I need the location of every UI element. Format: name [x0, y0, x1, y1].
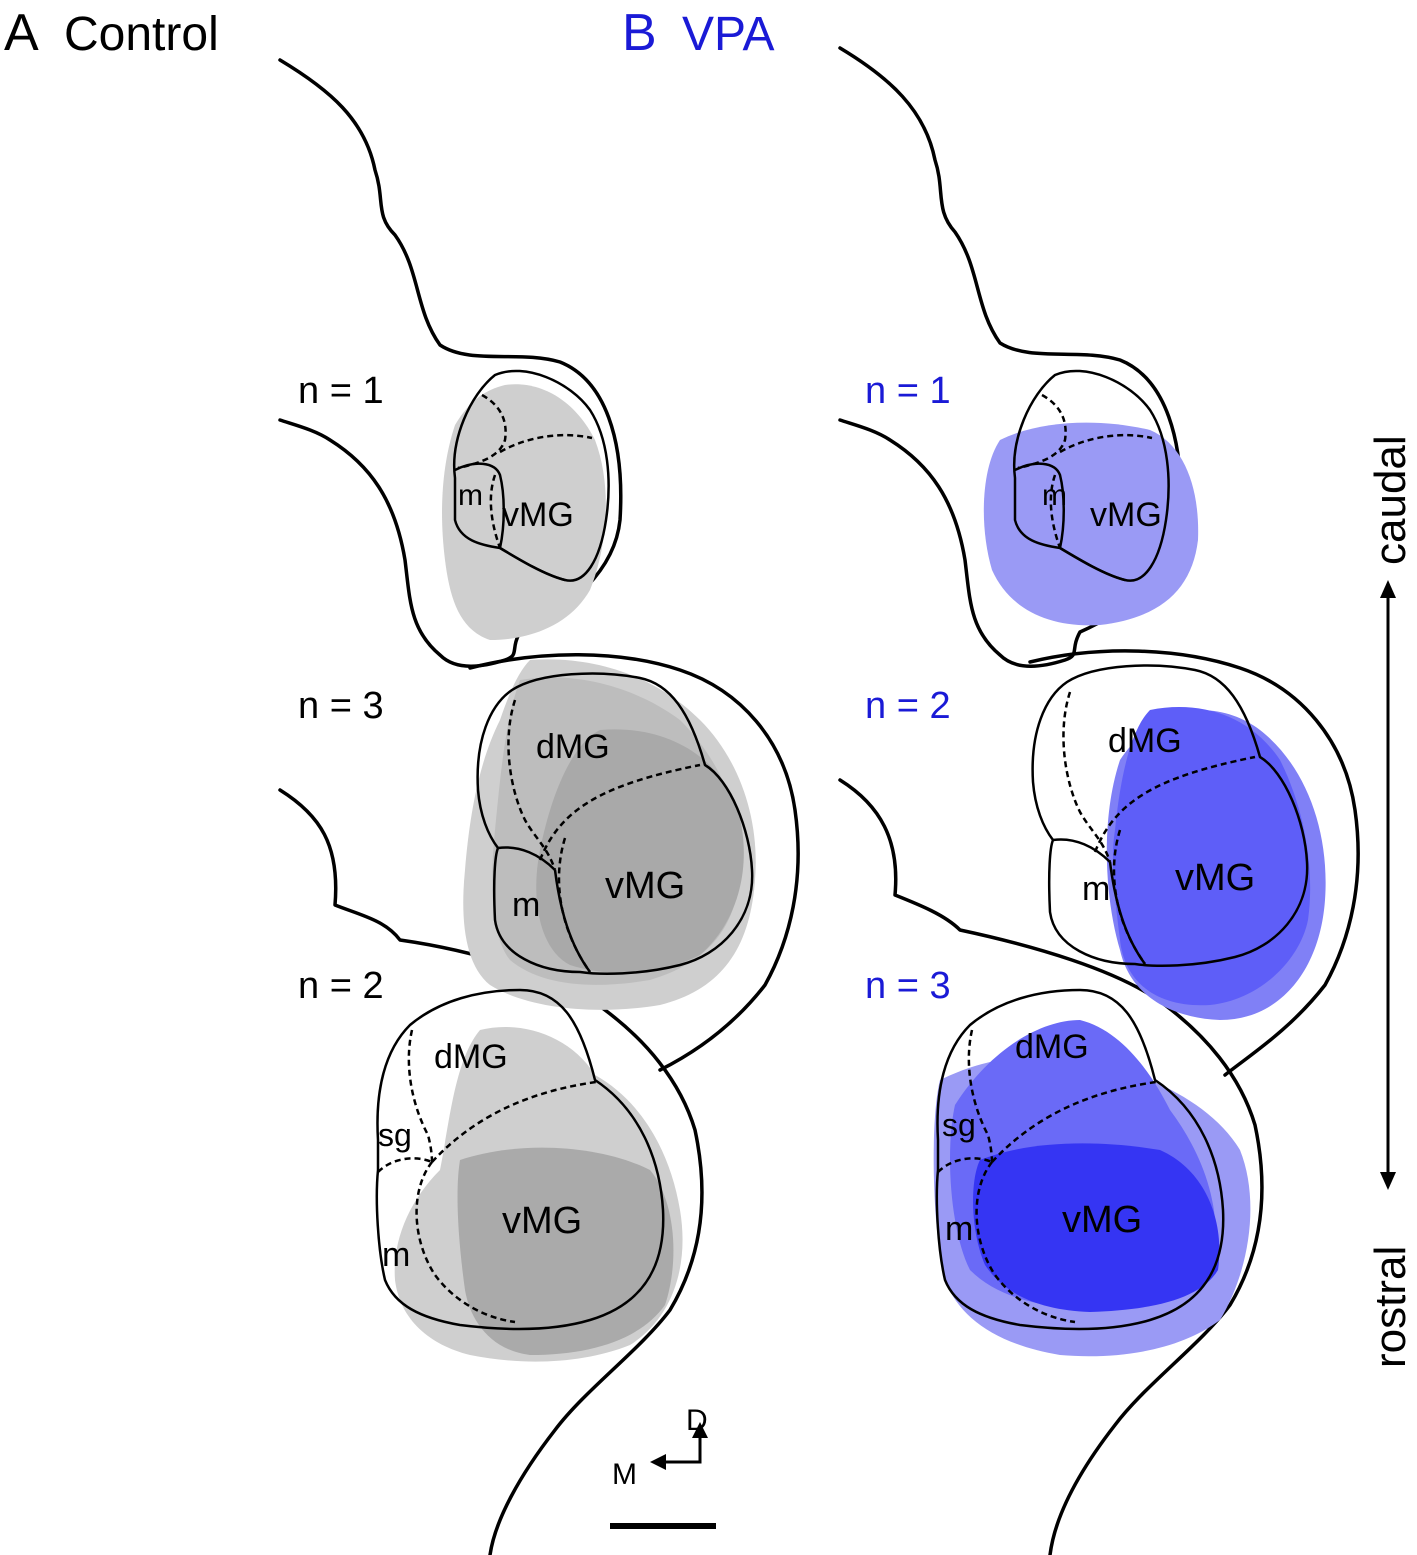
- panel-b-title: VPA: [682, 8, 774, 61]
- injection-spot: [1112, 707, 1311, 1006]
- orientation-compass: D M: [610, 1404, 716, 1529]
- injection-spot: [536, 729, 744, 973]
- count-label: n = 1: [865, 370, 951, 412]
- label-dmg: dMG: [1015, 1028, 1089, 1066]
- arrowhead-down: [1380, 1172, 1396, 1190]
- panel-b: m vMG dMG m vMG dMG sg vMG m B VPA n = 1…: [622, 4, 1360, 1555]
- label-m: m: [382, 1236, 410, 1274]
- label-sg: sg: [942, 1107, 976, 1143]
- label-m: m: [945, 1210, 973, 1248]
- label-vmg: vMG: [1062, 1199, 1142, 1241]
- label-m: m: [512, 886, 540, 924]
- caudal-label: caudal: [1366, 435, 1415, 565]
- injection-vpa-3: [933, 1020, 1251, 1357]
- rostral-label: rostral: [1366, 1246, 1415, 1368]
- injection-control-3: [394, 1027, 683, 1362]
- panel-b-letter: B: [622, 4, 657, 62]
- label-vmg: vMG: [1090, 496, 1162, 534]
- brain-outline-lower: [278, 788, 704, 1555]
- caudal-rostral-axis: caudal rostral: [1366, 435, 1415, 1368]
- medial-label: M: [612, 1458, 637, 1491]
- brain-outline-upper: [278, 58, 623, 668]
- arrowhead-dorsal: [692, 1422, 708, 1438]
- injection-vpa-2: [1106, 707, 1326, 1020]
- mgb-capsule-b: [1028, 649, 1360, 1077]
- label-dmg: dMG: [1108, 722, 1182, 760]
- count-label: n = 1: [298, 370, 384, 412]
- label-m: m: [458, 479, 483, 512]
- label-vmg: vMG: [605, 865, 685, 907]
- arrowhead-medial: [650, 1454, 666, 1470]
- label-m: m: [1082, 870, 1110, 908]
- injection-spot: [457, 1147, 674, 1355]
- count-label: n = 3: [298, 685, 384, 727]
- injection-spot: [973, 1143, 1220, 1312]
- label-dmg: dMG: [536, 728, 610, 766]
- label-vmg: vMG: [502, 496, 574, 534]
- label-vmg: vMG: [502, 1200, 582, 1242]
- injection-control-1: [442, 384, 606, 640]
- arrowhead-up: [1380, 580, 1396, 598]
- count-label: n = 2: [298, 965, 384, 1007]
- injection-control-2: [463, 659, 756, 1010]
- label-m: m: [1042, 479, 1067, 512]
- label-vmg: vMG: [1175, 857, 1255, 899]
- panel-a-letter: A: [4, 4, 39, 62]
- brain-outline-lower: [838, 778, 1264, 1555]
- mgb-capsule-a: [468, 653, 800, 1072]
- panel-a: m vMG dMG m vMG dMG sg vMG m A Control n…: [4, 4, 800, 1555]
- dorsal-label: D: [686, 1404, 708, 1437]
- label-sg: sg: [378, 1117, 412, 1153]
- injection-spot: [442, 384, 606, 640]
- panel-a-title: Control: [64, 8, 219, 61]
- count-label: n = 2: [865, 685, 951, 727]
- count-label: n = 3: [865, 965, 951, 1007]
- label-dmg: dMG: [434, 1038, 508, 1076]
- compass-lines: [660, 1430, 702, 1464]
